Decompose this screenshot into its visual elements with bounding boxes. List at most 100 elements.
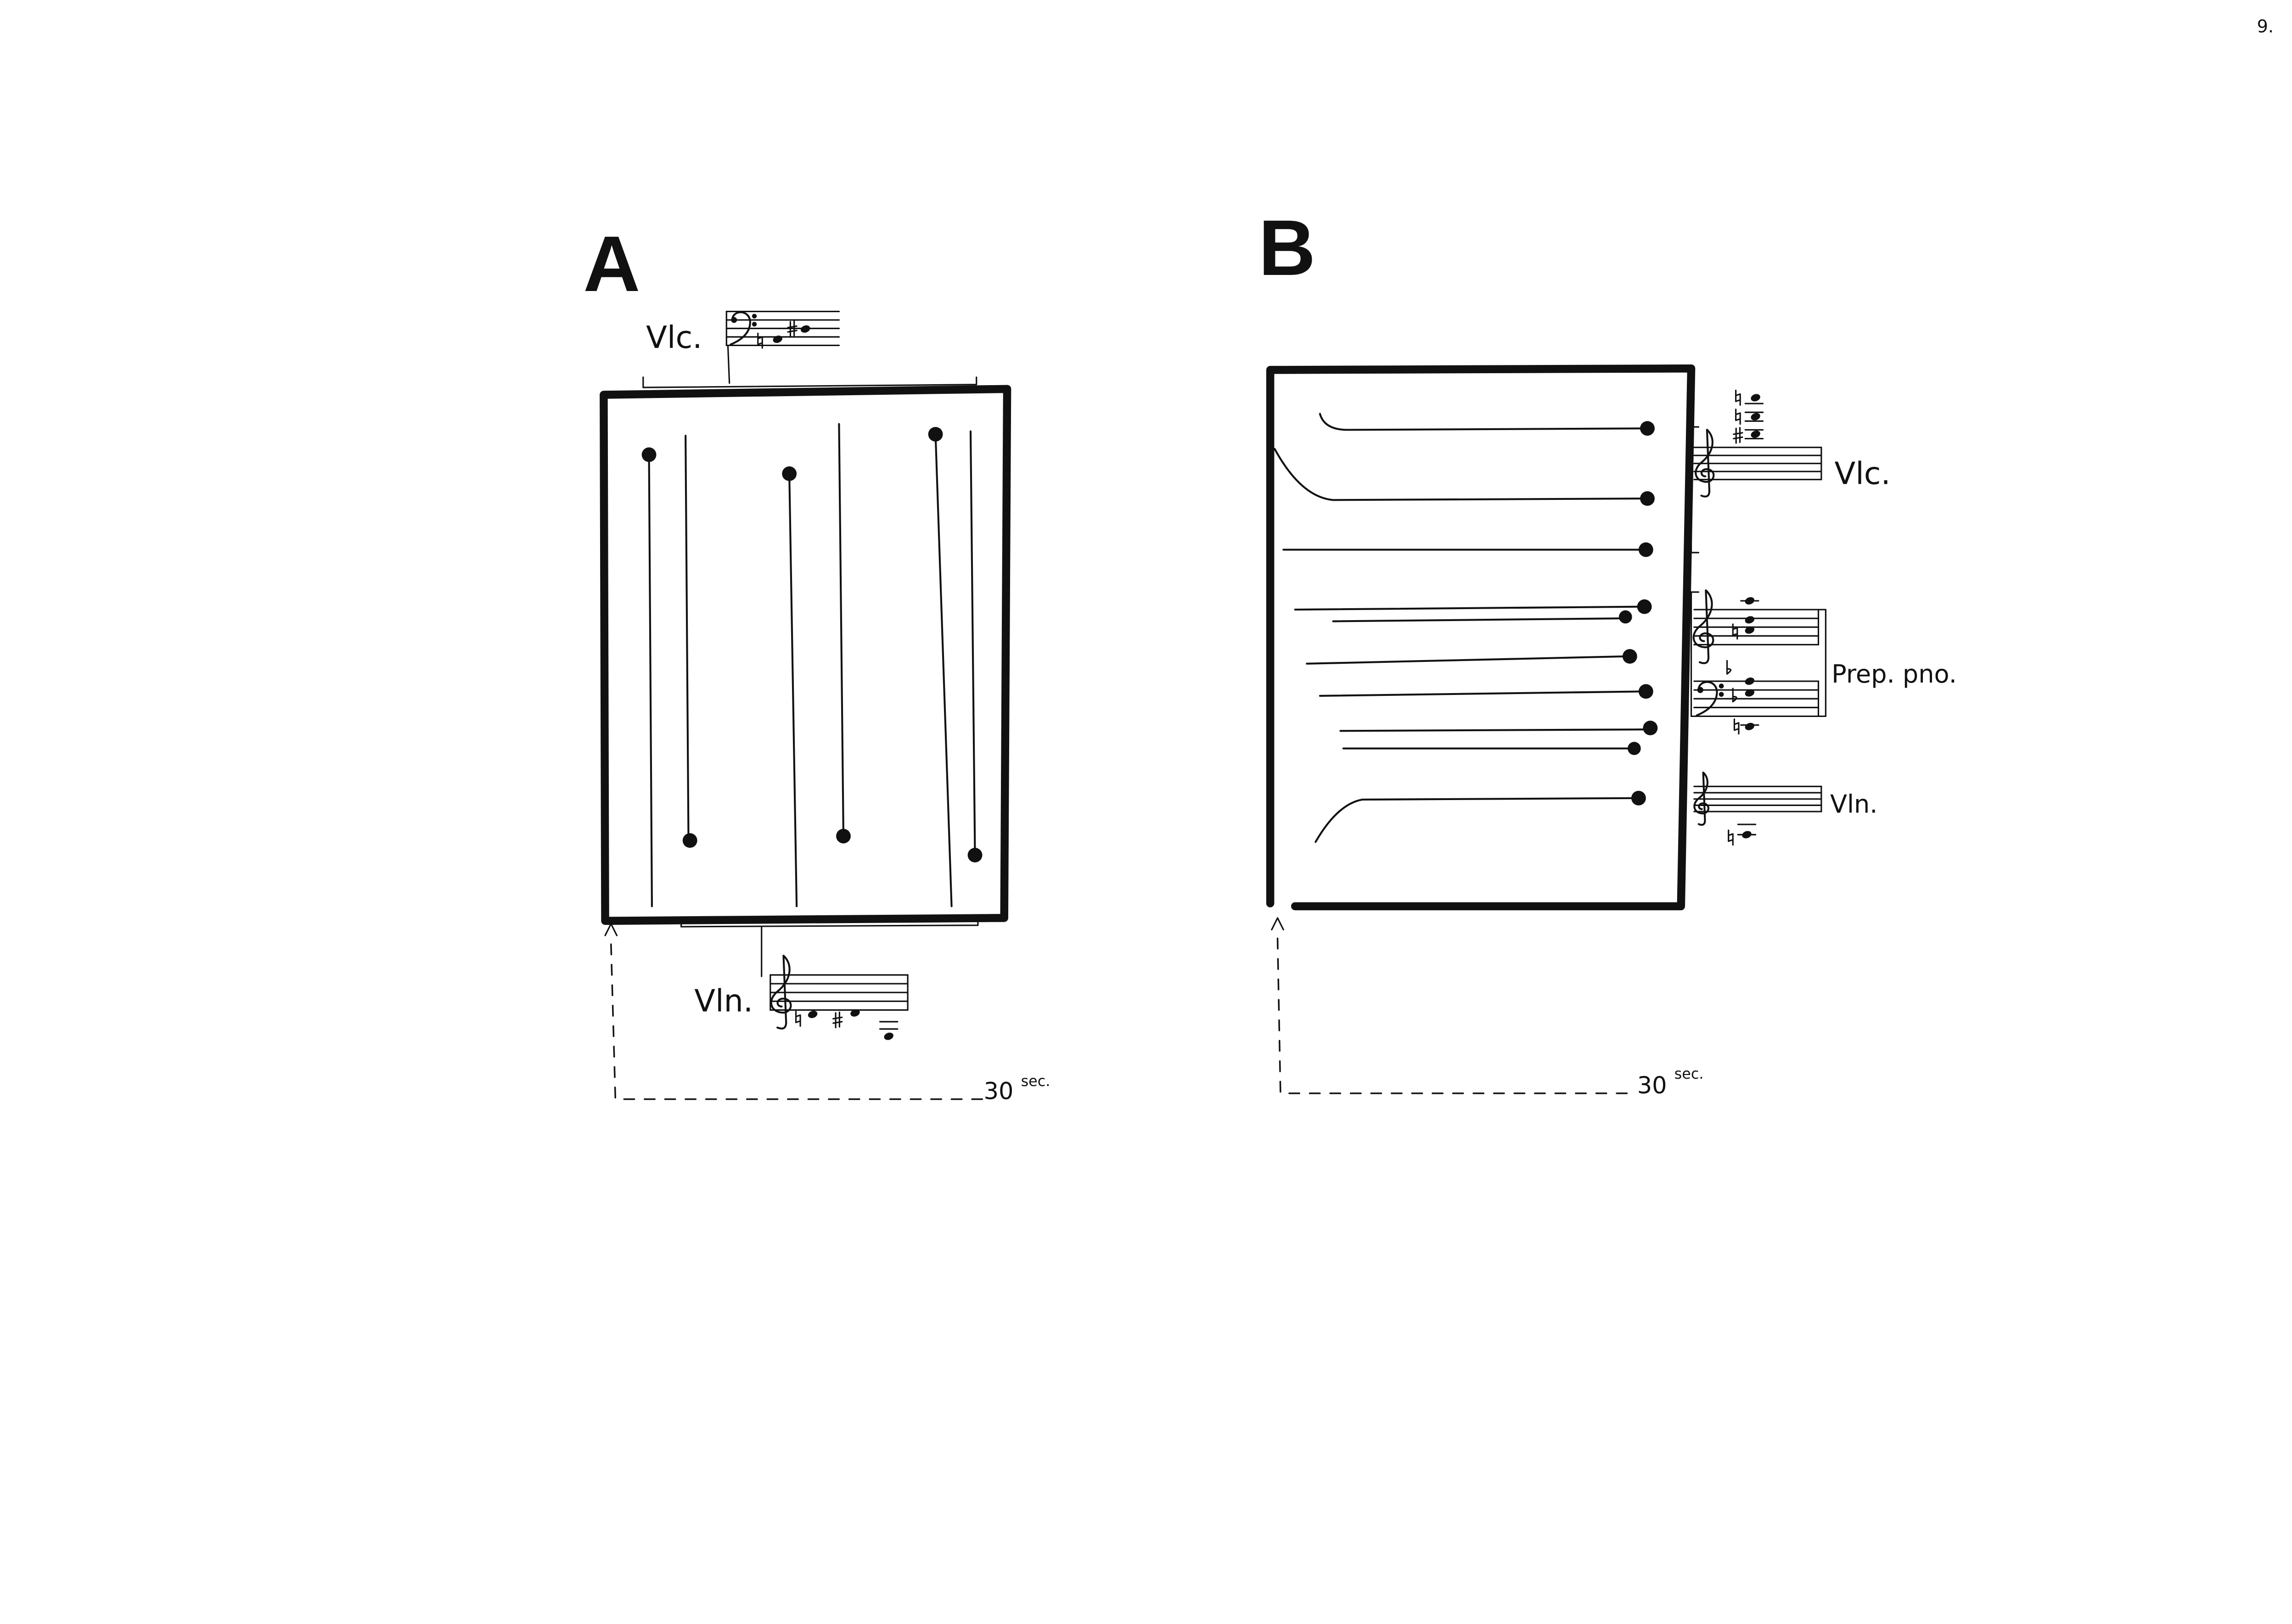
figure-a-label: A <box>583 220 640 308</box>
note-head <box>1742 831 1752 839</box>
staff-lines <box>1693 680 1820 717</box>
figure-a-vlc-label: Vlc. <box>646 319 702 355</box>
figure-a-vlc-staff <box>725 311 840 349</box>
figure-b-pno-bass-staff <box>1693 660 1820 735</box>
natural-sign <box>795 1010 801 1027</box>
note-head <box>808 1010 818 1018</box>
note-head <box>1751 394 1760 402</box>
note-head <box>1745 626 1755 634</box>
event-dot <box>1618 610 1632 624</box>
duration-value: 30 <box>1637 1072 1667 1099</box>
bass-clef-dot <box>1719 683 1724 689</box>
figure-b-vlc-bracket <box>1690 426 1700 554</box>
notation-marks <box>1733 389 1764 444</box>
figure-a-time-arrowhead <box>604 923 618 936</box>
event-line <box>969 430 976 856</box>
event-dot <box>1638 684 1653 699</box>
event-line <box>1315 797 1637 843</box>
figure-b-event-lines <box>1274 413 1658 843</box>
event-dot <box>928 427 943 442</box>
event-dot <box>1643 721 1658 735</box>
note-head <box>1745 616 1755 624</box>
flat-sign <box>1732 688 1737 703</box>
figure-a-event-lines <box>641 423 983 907</box>
event-dot <box>1640 421 1655 436</box>
event-line <box>788 474 798 907</box>
note-head <box>1745 597 1755 605</box>
notation-marks <box>1726 660 1759 735</box>
figure-a-top-bracket <box>642 376 977 388</box>
bass-clef-dot <box>752 314 757 319</box>
bass-clef <box>730 311 757 346</box>
figure-a-vln-staff <box>770 954 909 1040</box>
figure-b-pno-bracket <box>1690 591 1700 717</box>
treble-clef <box>1692 589 1714 664</box>
figure-b-duration: 30 sec. <box>1637 1065 1704 1099</box>
figure-a-vlc-connector <box>727 346 730 384</box>
flat-sign <box>1726 660 1732 675</box>
bass-clef-dot <box>1697 687 1703 693</box>
natural-sign <box>1728 829 1734 846</box>
figure-b-pno-treble-staff <box>1692 589 1820 664</box>
event-line <box>1319 690 1644 697</box>
event-line <box>648 455 653 907</box>
note-head <box>1745 689 1755 697</box>
event-line <box>934 433 953 907</box>
event-line <box>1306 655 1627 665</box>
bass-clef-dot <box>731 317 737 323</box>
event-line <box>1319 413 1646 431</box>
figure-b-pno-label: Prep. pno. <box>1831 660 1957 689</box>
note-head <box>1751 430 1760 438</box>
note-head <box>1745 722 1755 730</box>
bass-clef-dot <box>752 322 757 327</box>
bass-clef <box>1696 681 1724 717</box>
event-dot <box>641 447 657 462</box>
event-line <box>1332 617 1622 622</box>
staff-lines <box>770 974 909 1011</box>
event-line <box>838 423 845 837</box>
figure-b-vlc-staff <box>1693 389 1822 498</box>
notation-marks <box>757 320 810 349</box>
sharp-sign <box>832 1011 843 1029</box>
natural-sign <box>1735 389 1741 406</box>
natural-sign <box>1732 623 1738 640</box>
figure-a-time-line <box>610 943 983 1100</box>
figure-b-pno-right-bracket <box>1817 609 1826 717</box>
figure-a-duration: 30 sec. <box>984 1072 1050 1105</box>
figure-b-vln-label: Vln. <box>1830 790 1878 819</box>
notation-marks <box>1728 823 1757 846</box>
staff-lines <box>1693 447 1822 481</box>
notation-marks <box>1732 597 1759 640</box>
note-head <box>773 336 782 343</box>
note-head <box>850 1009 860 1017</box>
event-line <box>1339 728 1649 732</box>
figure-b-vlc-label: Vlc. <box>1835 455 1891 491</box>
natural-sign <box>1733 718 1740 735</box>
figure-a: A Vlc. Vln. 30 sec. <box>583 220 1050 1105</box>
note-head <box>884 1032 893 1040</box>
bass-clef-curve <box>730 311 751 346</box>
treble-clef <box>770 954 792 1030</box>
figure-b-label: B <box>1258 204 1315 292</box>
staff-lines <box>725 311 840 347</box>
figure-b-time-arrowhead <box>1271 917 1284 930</box>
notation-marks <box>795 1009 899 1040</box>
staff-lines <box>1693 785 1822 812</box>
event-dot <box>1638 542 1653 557</box>
event-dot <box>1631 790 1646 806</box>
event-dot <box>1622 649 1637 664</box>
natural-sign <box>1735 409 1741 425</box>
sharp-sign <box>1733 427 1743 444</box>
event-line <box>1274 448 1646 501</box>
figure-b-time-line <box>1276 937 1637 1094</box>
page-number: 9. <box>2257 17 2274 37</box>
duration-unit: sec. <box>1021 1072 1050 1090</box>
duration-unit: sec. <box>1674 1065 1704 1082</box>
event-line <box>685 435 690 842</box>
figure-b-frame <box>1266 364 1696 911</box>
figure-a-vln-label: Vln. <box>694 983 753 1019</box>
bass-clef-dot <box>1719 692 1724 697</box>
figure-a-frame <box>600 385 1011 925</box>
figure-a-bottom-bracket <box>680 917 979 928</box>
